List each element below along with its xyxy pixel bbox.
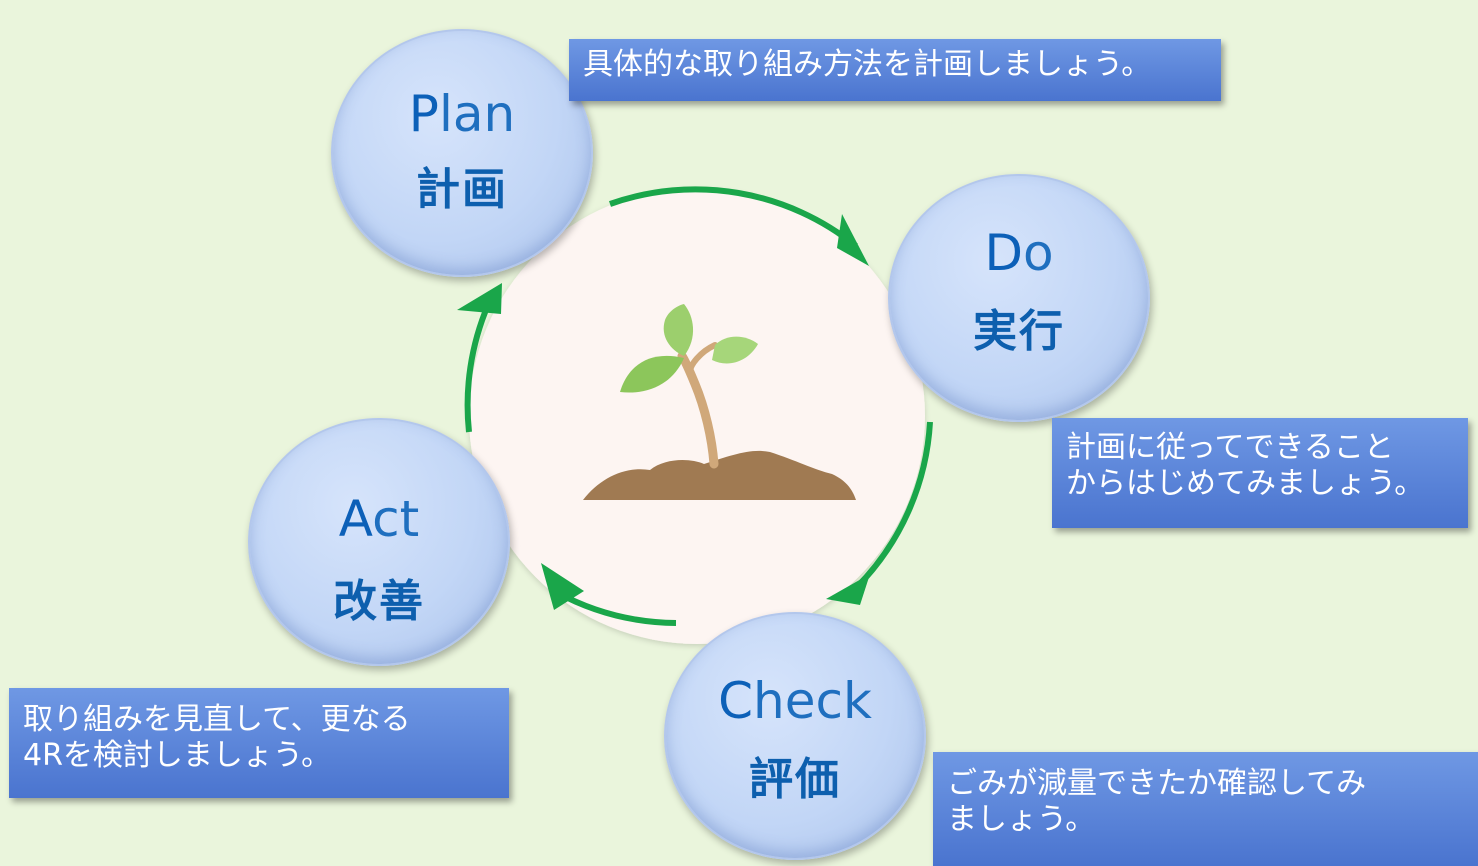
node-check-ja: 評価	[749, 754, 841, 805]
callout-act-line2: 4Rを検討しましょう。	[23, 738, 332, 773]
node-act-initial: A	[338, 490, 373, 548]
node-check-en: Check	[666, 676, 924, 726]
node-do-rest: o	[1022, 224, 1054, 282]
arrowhead-to-do	[837, 214, 869, 266]
node-plan: Plan 計画	[331, 29, 593, 277]
callout-plan: 具体的な取り組み方法を計画しましょう。	[569, 39, 1221, 101]
arrowhead-to-check	[826, 574, 870, 605]
center-circle	[469, 188, 925, 644]
arc-do-to-check	[853, 421, 933, 591]
node-act-en: Act	[250, 494, 508, 544]
callout-check-line1: ごみが減量できたか確認してみ	[947, 766, 1367, 801]
node-check: Check 評価	[664, 612, 926, 860]
node-plan-rest: lan	[438, 85, 516, 143]
node-act: Act 改善	[248, 418, 510, 666]
arc-plan-to-do	[609, 186, 858, 249]
node-do-initial: D	[984, 224, 1023, 282]
cycle-arrowheads	[457, 214, 870, 610]
arc-act-to-plan	[464, 303, 491, 433]
node-do-en: Do	[890, 228, 1148, 278]
arrowhead-to-act	[541, 563, 584, 610]
node-plan-ja: 計画	[416, 164, 508, 215]
arrowhead-to-plan	[457, 283, 502, 314]
callout-do: 計画に従ってできること からはじめてみましょう。	[1052, 418, 1468, 528]
node-plan-initial: P	[408, 85, 439, 143]
callout-act-line1: 取り組みを見直して、更なる	[23, 702, 411, 737]
sprout-icon	[583, 304, 856, 500]
node-act-rest: ct	[372, 490, 420, 548]
callout-do-line1: 計画に従ってできること	[1066, 430, 1394, 465]
node-check-initial: C	[718, 672, 753, 730]
callout-check: ごみが減量できたか確認してみ ましょう。	[933, 752, 1478, 866]
node-do: Do 実行	[888, 174, 1150, 422]
node-plan-en: Plan	[333, 89, 591, 139]
node-check-rest: heck	[753, 672, 872, 730]
callout-do-line2: からはじめてみましょう。	[1066, 466, 1425, 501]
callout-check-line2: ましょう。	[947, 802, 1096, 837]
callout-act: 取り組みを見直して、更なる 4Rを検討しましょう。	[9, 688, 509, 798]
node-act-ja: 改善	[333, 576, 425, 627]
callout-plan-line1: 具体的な取り組み方法を計画しましょう。	[583, 47, 1152, 82]
node-do-ja: 実行	[973, 306, 1065, 357]
